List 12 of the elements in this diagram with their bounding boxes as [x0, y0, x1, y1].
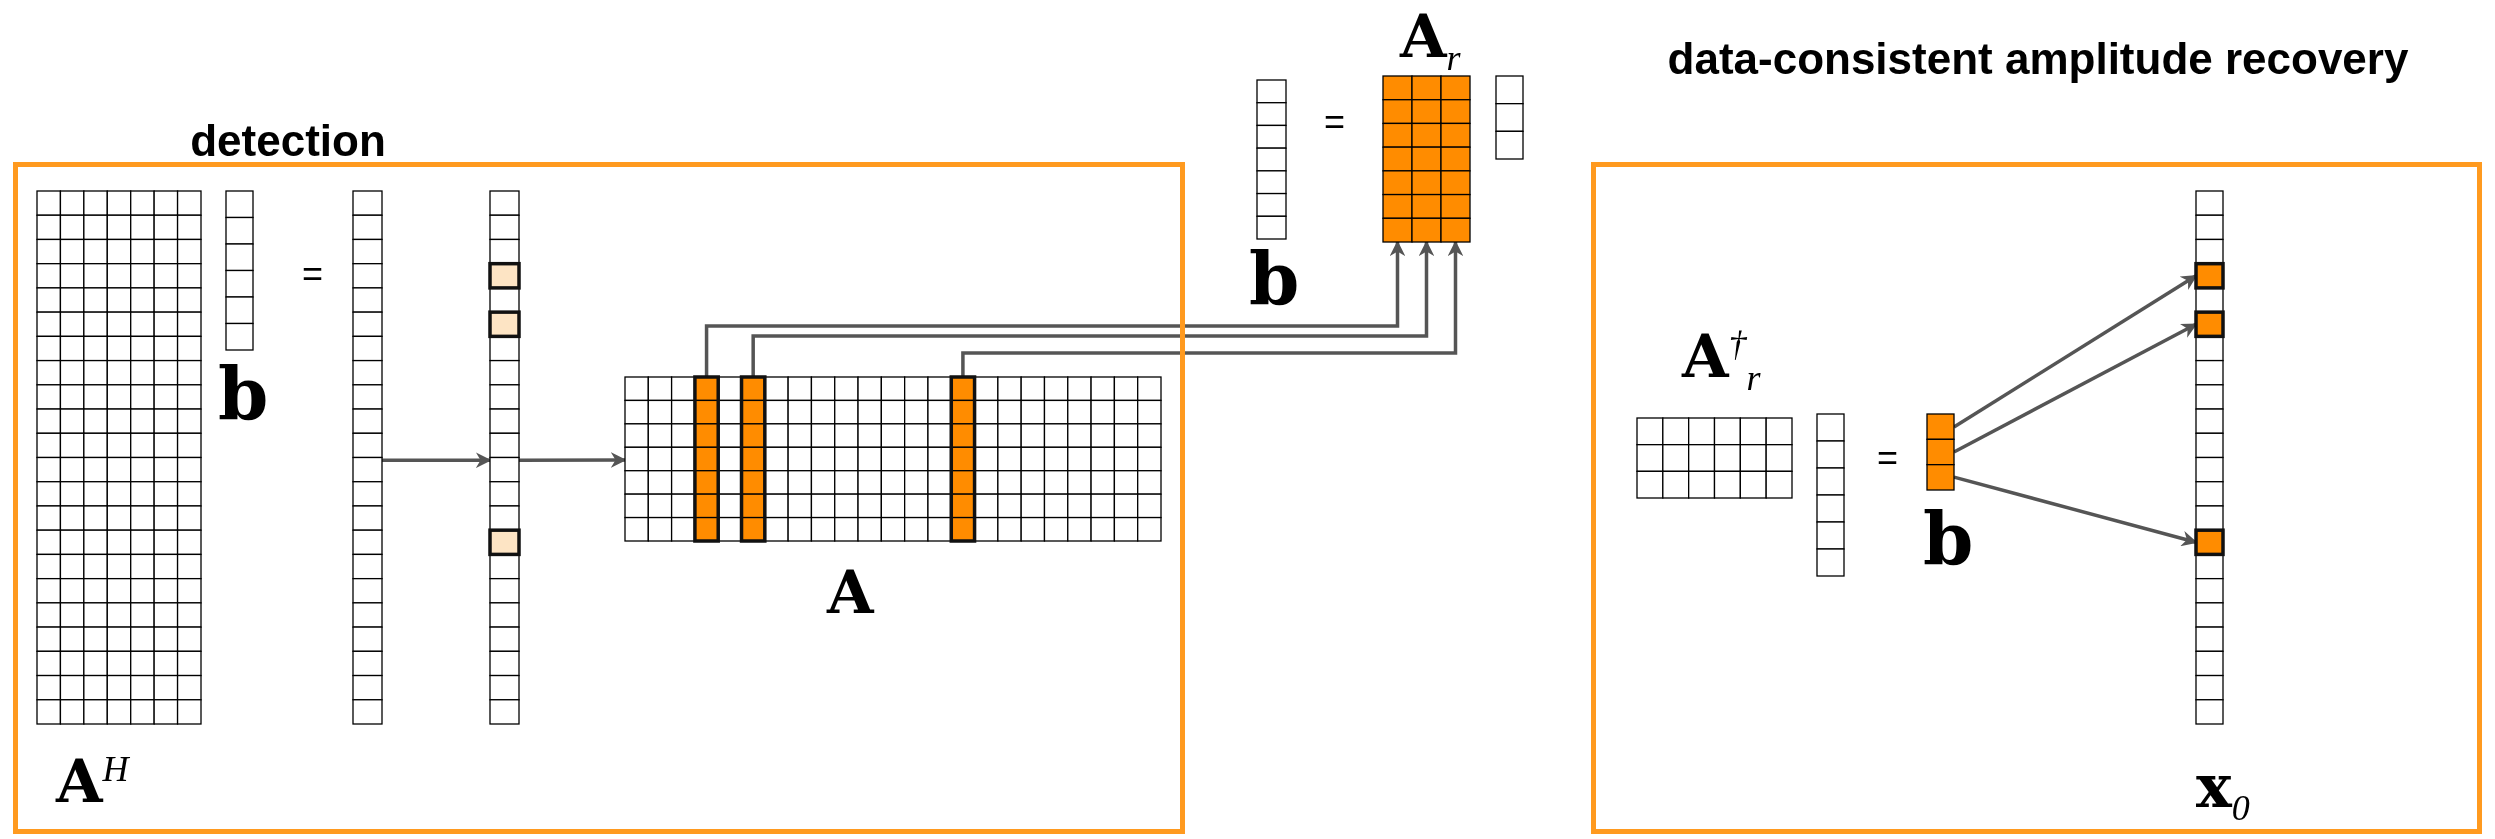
- panel-heading: data-consistent amplitude recovery: [1666, 33, 2410, 85]
- math-symbol: A$_{r}$: [1400, 6, 1461, 76]
- panel-heading: detection: [189, 115, 387, 167]
- math-symbol: A: [827, 562, 874, 622]
- math-symbol: A$^{H}$: [56, 751, 129, 811]
- equals-sign: =: [1324, 104, 1346, 140]
- math-symbol: b: [218, 359, 269, 431]
- equals-sign: =: [302, 256, 324, 292]
- math-symbol: b: [1923, 504, 1974, 576]
- math-symbol: b: [1249, 244, 1300, 316]
- math-symbol: x$_{0}$: [2196, 756, 2250, 826]
- equals-sign: =: [1877, 440, 1899, 476]
